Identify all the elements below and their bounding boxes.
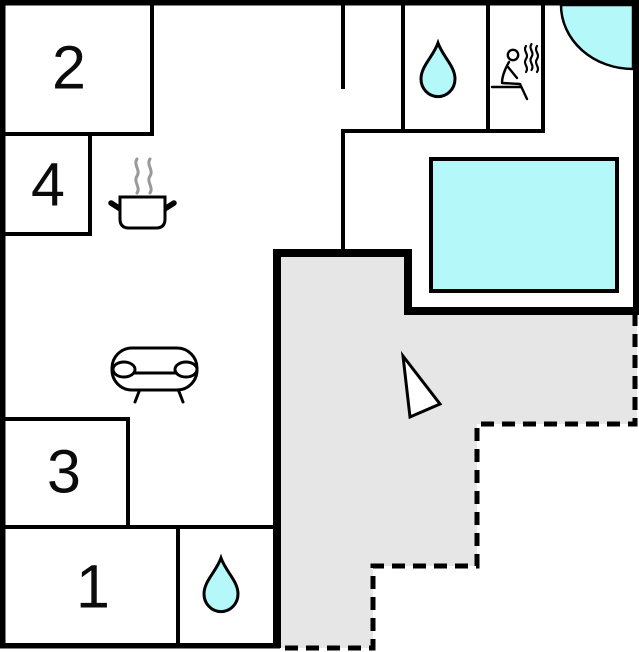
wall-pool-room-bottom xyxy=(404,307,639,315)
terrace-area xyxy=(276,252,637,648)
outer-wall-top xyxy=(0,0,639,6)
water-drop-icon xyxy=(202,556,240,614)
outer-wall-right xyxy=(633,0,639,315)
wall-bath-sauna-divider xyxy=(486,5,490,133)
wall-room2-right xyxy=(150,5,154,136)
wall-bath-left xyxy=(401,5,405,133)
wall-room2-bottom xyxy=(5,132,154,136)
wall-terrace-left xyxy=(273,249,281,648)
wall-pool-room-left xyxy=(341,129,345,253)
wall-room1-bath-divider xyxy=(176,529,180,645)
wall-room4-right xyxy=(88,136,92,236)
outer-wall-bottom xyxy=(0,643,280,649)
sofa-armrest-left xyxy=(111,360,137,379)
sauna-steam-lines xyxy=(523,42,540,74)
sauna-person-head xyxy=(506,48,520,62)
wall-bath-bottom xyxy=(341,129,545,133)
pot-body xyxy=(118,195,167,230)
north-arrow-icon xyxy=(400,350,443,420)
wall-sauna-right xyxy=(541,5,545,133)
wall-room3-top xyxy=(5,417,130,421)
wall-room4-bottom xyxy=(5,232,92,236)
room-3-label: 3 xyxy=(47,437,81,506)
wall-hall-partial xyxy=(341,5,345,89)
wall-room1-top xyxy=(5,525,280,529)
corner-shower-icon xyxy=(559,3,635,71)
room-1-label: 1 xyxy=(76,552,110,621)
wall-terrace-step xyxy=(404,249,412,315)
wall-room3-right xyxy=(126,417,130,529)
interior-walls xyxy=(5,5,545,645)
room-2-label: 2 xyxy=(52,33,86,102)
water-drop-icon xyxy=(419,41,457,99)
sofa-icon xyxy=(110,346,199,404)
sauna-person-icon xyxy=(490,42,540,101)
sauna-person-arm xyxy=(506,65,519,80)
cooking-pot-icon xyxy=(108,157,177,230)
sauna-person-body xyxy=(500,60,529,101)
sofa-armrest-right xyxy=(173,360,199,379)
pool xyxy=(429,157,619,293)
terrace-dashed-boundary xyxy=(277,313,638,651)
outer-wall-left xyxy=(0,0,6,648)
room-4-label: 4 xyxy=(31,150,65,219)
pot-steam-lines xyxy=(134,157,153,195)
